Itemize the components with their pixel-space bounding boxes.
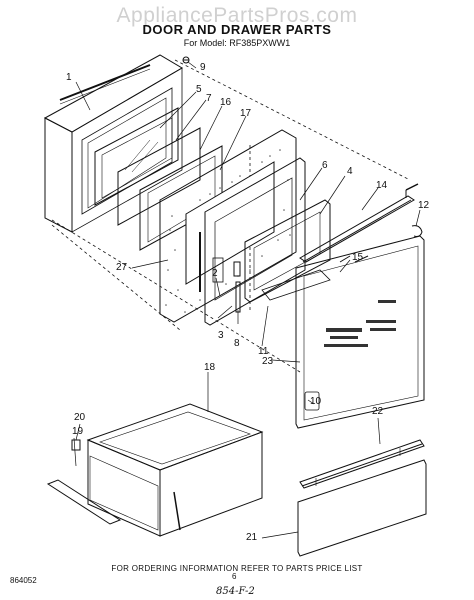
- part-inner-door-panel: [199, 157, 306, 326]
- callout-14: 14: [376, 180, 388, 191]
- part-drawer-front-panel: [297, 459, 427, 557]
- callout-9: 9: [200, 62, 206, 73]
- part-drawer-rail: [46, 439, 122, 525]
- part-screw: [182, 56, 190, 64]
- model-line: For Model: RF385PXWW1: [183, 38, 291, 48]
- part-door-glass: [94, 107, 201, 226]
- callout-17: 17: [240, 108, 252, 119]
- callout-leader-lines: [73, 61, 421, 539]
- callout-7: 7: [206, 93, 212, 104]
- callout-19: 19: [72, 426, 84, 437]
- ordering-note: FOR ORDERING INFORMATION REFER TO PARTS …: [111, 564, 363, 573]
- diagram-code: 864052: [10, 576, 37, 585]
- part-clip: [411, 225, 423, 237]
- part-storage-drawer: [86, 403, 264, 537]
- callout-20: 20: [74, 412, 86, 423]
- callout-6: 6: [322, 160, 328, 171]
- callout-11: 11: [258, 346, 269, 357]
- callout-16: 16: [220, 97, 232, 108]
- part-insulation: [159, 129, 297, 323]
- callout-8: 8: [234, 338, 240, 349]
- callout-5: 5: [196, 84, 202, 95]
- part-drawer-trim: [299, 439, 425, 489]
- callout-22: 22: [372, 406, 384, 417]
- watermark: AppliancePartsPros.com: [116, 4, 358, 27]
- callout-21: 21: [246, 532, 258, 543]
- page-number: 6: [232, 572, 237, 581]
- callout-23: 23: [262, 356, 274, 367]
- page-title: DOOR AND DRAWER PARTS: [142, 22, 332, 37]
- callout-27: 27: [116, 262, 128, 273]
- callout-12: 12: [418, 200, 430, 211]
- part-outer-door-frame: [43, 54, 183, 233]
- callout-3: 3: [218, 330, 224, 341]
- assembly-guide-lines: [51, 59, 411, 373]
- callout-18: 18: [204, 362, 216, 373]
- callout-10: 10: [310, 396, 322, 407]
- part-door-handle: [299, 183, 419, 263]
- callout-2: 2: [212, 268, 218, 279]
- callout-1: 1: [66, 72, 72, 83]
- part-outer-door-panel: [261, 235, 425, 429]
- handwritten-note: 854-F-2: [216, 586, 255, 597]
- callout-15: 15: [352, 252, 364, 263]
- callout-4: 4: [347, 166, 353, 177]
